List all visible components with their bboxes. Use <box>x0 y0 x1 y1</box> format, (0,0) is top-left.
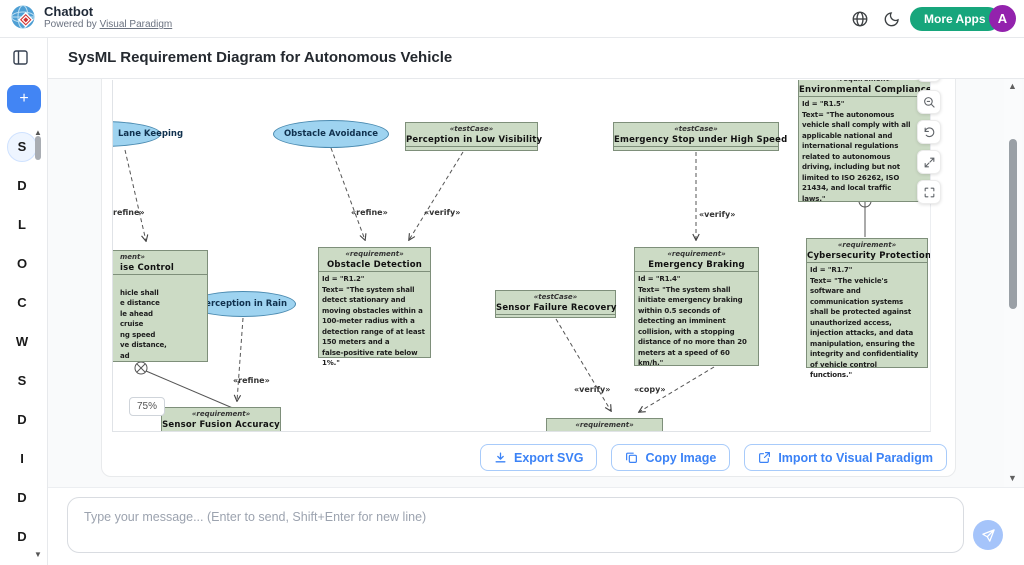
sidebar-item-5[interactable]: W <box>15 334 29 349</box>
testcase-sensor-failure-recovery: «testCase» Sensor Failure Recovery <box>495 290 616 318</box>
avatar[interactable]: A <box>989 5 1016 32</box>
import-to-visual-paradigm-button[interactable]: Import to Visual Paradigm <box>744 444 947 471</box>
sidebar-scroll-up-icon[interactable]: ▲ <box>34 128 42 137</box>
zoom-out-button[interactable] <box>917 90 941 114</box>
edge-label-verify: «verify» <box>424 208 461 217</box>
main-area: SysML Requirement Diagram for Autonomous… <box>48 38 1024 565</box>
chat-content-area: Lane Keeping Obstacle Avoidance Percepti… <box>48 79 1024 487</box>
app-title: Chatbot <box>44 4 94 19</box>
powered-by: Powered by Visual Paradigm <box>44 19 173 30</box>
sidebar-item-4[interactable]: C <box>17 295 27 310</box>
edge-label-refine: «refine» <box>351 208 388 217</box>
composer <box>48 487 1024 565</box>
diagram-titlebar: SysML Requirement Diagram for Autonomous… <box>48 38 1024 79</box>
dark-mode-moon-icon[interactable] <box>883 10 901 28</box>
export-svg-button[interactable]: Export SVG <box>480 444 598 471</box>
paper-plane-icon <box>981 528 995 542</box>
sidebar-item-9[interactable]: D <box>17 490 27 505</box>
requirement-emergency-braking: «requirement» Emergency Braking Id = "R1… <box>634 247 759 367</box>
sidebar-item-3[interactable]: O <box>16 256 28 271</box>
sidebar-item-6[interactable]: S <box>17 373 27 388</box>
reset-view-button[interactable] <box>917 120 941 144</box>
copy-image-button[interactable]: Copy Image <box>611 444 731 471</box>
diagram-viewport[interactable]: Lane Keeping Obstacle Avoidance Percepti… <box>112 80 931 432</box>
external-link-icon <box>759 452 771 463</box>
requirement-fail-safe-operation: «requirement» Fail-Safe Operation <box>546 418 663 431</box>
sidebar-item-8[interactable]: I <box>20 451 24 466</box>
requirement-obstacle-detection: «requirement» Obstacle Detection Id = "R… <box>318 247 431 367</box>
fullscreen-button[interactable] <box>917 180 941 204</box>
visual-paradigm-logo-icon <box>11 5 35 29</box>
edge-label-copy: «copy» <box>634 385 666 394</box>
fullscreen-brackets-icon <box>924 187 934 197</box>
visual-paradigm-link[interactable]: Visual Paradigm <box>99 19 173 30</box>
sidebar-item-10[interactable]: D <box>17 529 27 544</box>
requirement-cybersecurity-protection: «requirement» Cybersecurity Protection I… <box>806 238 930 379</box>
usecase-obstacle-avoidance: Obstacle Avoidance <box>273 120 389 148</box>
conversation-list: S D L O C W S D I D D <box>0 132 44 552</box>
scroll-up-icon[interactable]: ▲ <box>1008 81 1017 91</box>
copy-icon <box>626 452 638 463</box>
header-titles: Chatbot Powered by Visual Paradigm <box>44 4 172 31</box>
top-header: Chatbot Powered by Visual Paradigm More … <box>0 0 1024 38</box>
zoom-out-icon <box>923 96 935 108</box>
edge-label-verify: «verify» <box>574 385 611 394</box>
message-input[interactable] <box>67 497 964 553</box>
conversation-sidebar: + S D L O C W S D I D D ▲ ▼ <box>0 38 48 565</box>
new-chat-button[interactable]: + <box>7 85 41 113</box>
chat-scrollbar[interactable]: ▲ ▼ <box>1004 79 1022 487</box>
expand-button[interactable] <box>917 150 941 174</box>
page-title: SysML Requirement Diagram for Autonomous… <box>68 49 453 66</box>
expand-arrows-icon <box>924 157 934 167</box>
edge-label-refine: «refine» <box>233 376 270 385</box>
send-button[interactable] <box>973 520 1003 550</box>
reset-icon <box>924 126 934 137</box>
testcase-emergency-stop-under-high-speed: «testCase» Emergency Stop under High Spe… <box>613 122 787 151</box>
chat-scrollbar-thumb[interactable] <box>1009 139 1017 309</box>
sidebar-scroll-down-icon[interactable]: ▼ <box>34 550 42 559</box>
zoom-level-badge: 75% <box>129 397 166 416</box>
edge-label-refine: refine» <box>113 208 145 217</box>
requirement-sensor-fusion-accuracy: «requirement» Sensor Fusion Accuracy <box>161 407 281 431</box>
requirement-cruise-control: ment» ise Control hicle shall e distance… <box>113 250 208 362</box>
edge-label-verify: «verify» <box>699 210 736 219</box>
sidebar-toggle-icon[interactable] <box>13 50 28 65</box>
scroll-down-icon[interactable]: ▼ <box>1008 473 1017 483</box>
sidebar-item-0[interactable]: S <box>7 132 37 162</box>
sidebar-item-7[interactable]: D <box>17 412 27 427</box>
more-apps-button[interactable]: More Apps <box>910 7 1000 31</box>
requirement-environmental-compliance: «requirement» Environmental Compliance I… <box>798 80 930 203</box>
diagram-message-card: Lane Keeping Obstacle Avoidance Percepti… <box>101 79 956 477</box>
language-globe-icon[interactable] <box>851 10 869 28</box>
sidebar-item-1[interactable]: D <box>17 178 27 193</box>
card-actions: Export SVG Copy Image Import to Visual P… <box>480 444 947 471</box>
testcase-perception-in-low-visibility: «testCase» Perception in Low Visibility <box>405 122 542 151</box>
sidebar-scrollbar-thumb[interactable] <box>35 136 41 160</box>
sidebar-item-2[interactable]: L <box>18 217 26 232</box>
download-icon <box>495 452 506 463</box>
